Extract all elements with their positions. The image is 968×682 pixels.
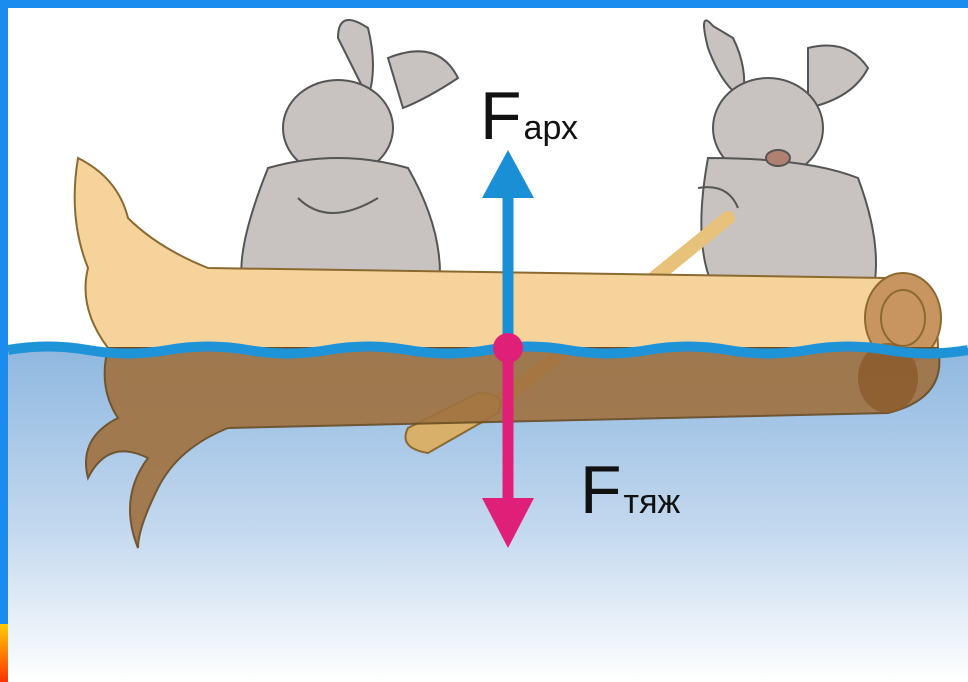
gravity-force-label: Fтяж: [580, 456, 680, 524]
bunny-left: [241, 20, 458, 298]
buoyant-force-label: Fарх: [480, 82, 578, 150]
buoyant-force-symbol: F: [480, 78, 522, 154]
gravity-force-symbol: F: [580, 452, 622, 528]
water-surface-line: [8, 347, 968, 354]
bunny-right: [698, 20, 876, 308]
force-application-point: [493, 333, 523, 363]
gravity-force-subscript: тяж: [624, 483, 681, 521]
illustration-canvas: Fарх Fтяж: [8, 8, 968, 682]
frame-accent-strip: [0, 624, 8, 682]
buoyant-force-subscript: арх: [524, 109, 578, 147]
